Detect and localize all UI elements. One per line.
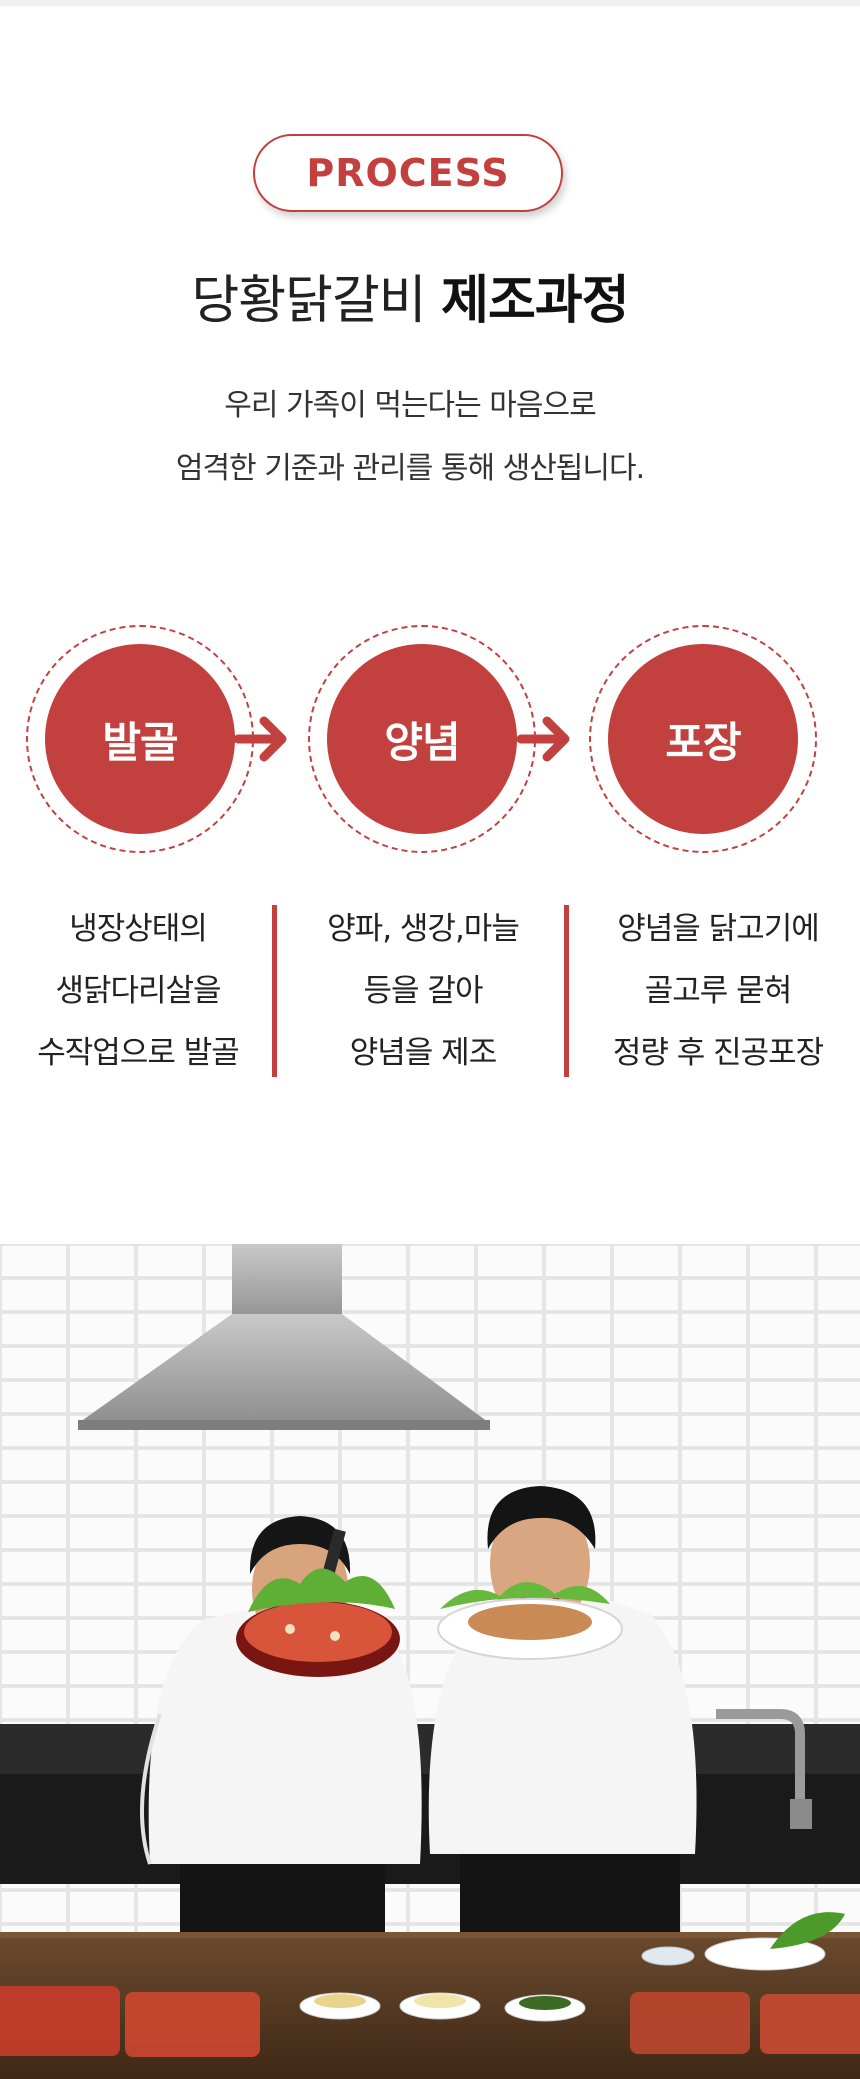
step-circle-1: 발골 [45, 644, 235, 834]
step-desc-line: 냉장상태의 [69, 911, 208, 947]
step-desc-3: 양념을 닭고기에 골고루 묻혀 정량 후 진공포장 [588, 898, 848, 1084]
step-label-1: 발골 [102, 717, 178, 767]
section-title: 당황닭갈비 제조과정 [0, 258, 820, 333]
arrow-right-icon [517, 716, 570, 762]
section-title-normal: 당황닭갈비 [191, 271, 442, 331]
step-desc-line: 양념을 제조 [349, 1035, 497, 1071]
step-desc-line: 정량 후 진공포장 [612, 1035, 824, 1071]
subtitle-line-1: 우리 가족이 먹는다는 마음으로 [224, 388, 596, 423]
subtitle-line-2: 엄격한 기준과 관리를 통해 생산됩니다. [175, 451, 645, 486]
step-desc-line: 양파, 생강,마늘 [327, 911, 520, 947]
step-desc-line: 등을 갈아 [363, 973, 484, 1009]
step-desc-line: 양념을 닭고기에 [617, 911, 820, 947]
step-desc-line: 생닭다리살을 [55, 973, 221, 1009]
chefs-kitchen-illustration [0, 1244, 860, 2079]
step-label-2: 양념 [384, 717, 460, 767]
step-divider-1 [272, 905, 277, 1077]
top-border [0, 0, 860, 6]
step-circle-3: 포장 [608, 644, 798, 834]
section-title-bold: 제조과정 [441, 271, 629, 331]
process-badge-label: PROCESS [306, 151, 510, 195]
process-badge: PROCESS [253, 134, 563, 212]
arrow-right-icon [234, 716, 287, 762]
step-desc-2: 양파, 생강,마늘 등을 갈아 양념을 제조 [293, 898, 553, 1084]
step-divider-2 [564, 905, 569, 1077]
step-desc-1: 냉장상태의 생닭다리살을 수작업으로 발골 [8, 898, 268, 1084]
step-ring-3 [589, 625, 817, 853]
step-label-3: 포장 [665, 717, 741, 767]
step-desc-line: 수작업으로 발골 [37, 1035, 240, 1071]
chefs-kitchen-photo [0, 1244, 860, 2079]
step-desc-line: 골고루 묻혀 [644, 973, 792, 1009]
step-circle-2: 양념 [327, 644, 517, 834]
